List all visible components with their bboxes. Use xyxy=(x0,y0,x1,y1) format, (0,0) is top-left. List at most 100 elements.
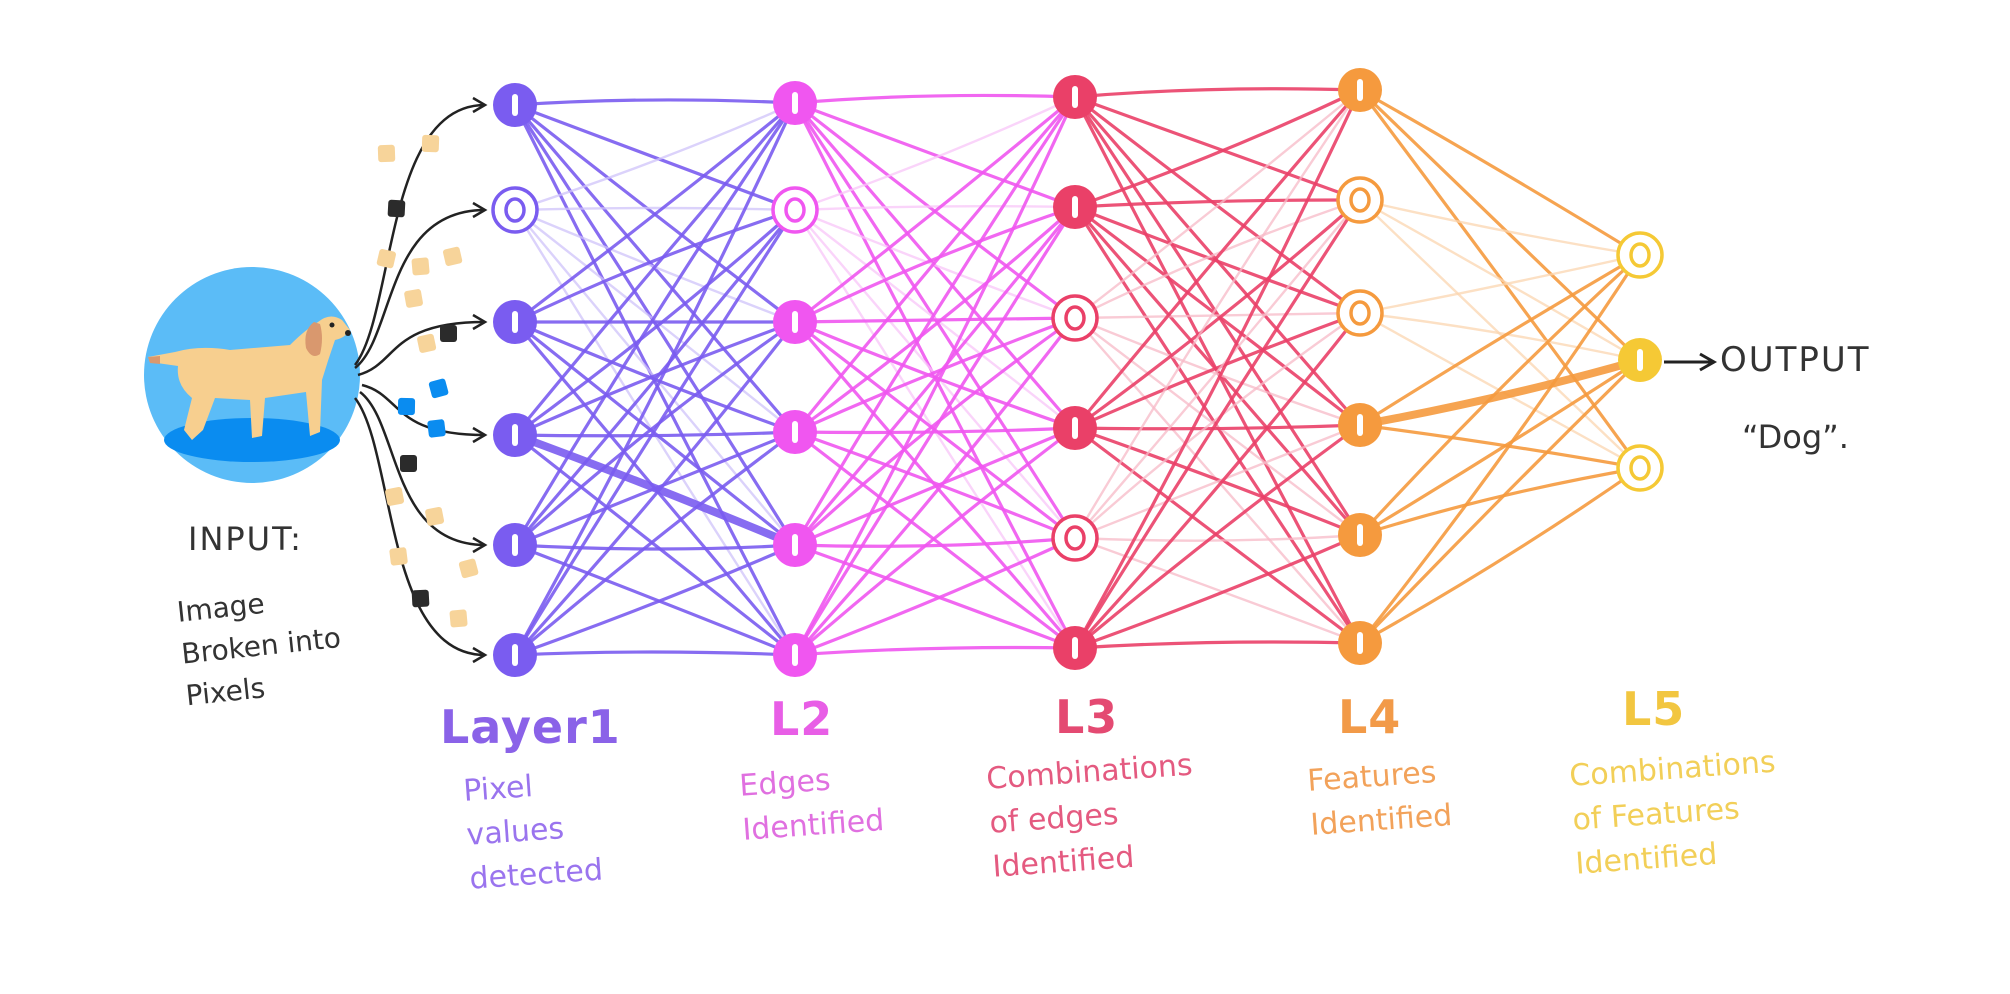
edge xyxy=(1073,88,1362,540)
edge xyxy=(1358,253,1642,427)
edge xyxy=(1358,423,1642,470)
edge xyxy=(1358,88,1642,362)
node-l3-6 xyxy=(1053,626,1097,670)
edge xyxy=(793,95,1077,212)
edge xyxy=(1073,198,1362,320)
node-l2-2 xyxy=(771,186,819,234)
edge xyxy=(513,543,797,657)
pixel-square xyxy=(376,249,396,269)
edge xyxy=(793,205,1077,212)
edge xyxy=(1073,311,1362,320)
edge xyxy=(1073,205,1362,315)
layer3-description: Combinations of edges Identified xyxy=(985,747,1194,885)
pixel-square xyxy=(443,246,463,266)
edge xyxy=(513,206,797,212)
edge xyxy=(793,95,1077,324)
node-l2-4 xyxy=(773,410,817,454)
edge xyxy=(793,205,1077,547)
node-l1-5 xyxy=(493,523,537,567)
edge xyxy=(513,98,797,107)
layer4-title: L4 xyxy=(1338,690,1402,744)
edge xyxy=(513,433,797,657)
edge xyxy=(793,205,1077,657)
edge xyxy=(1358,466,1642,645)
layer5-title: L5 xyxy=(1622,682,1686,736)
node-l3-3 xyxy=(1051,294,1099,342)
pixel-square xyxy=(397,397,416,416)
edge xyxy=(793,543,1077,650)
node-l1-6 xyxy=(493,633,537,677)
edge xyxy=(1358,253,1642,315)
dog-icon xyxy=(148,316,351,440)
edge xyxy=(793,316,1077,547)
edge xyxy=(513,103,797,324)
edge xyxy=(1073,536,1362,645)
edge xyxy=(513,101,797,212)
edge xyxy=(511,431,799,549)
edge xyxy=(513,430,797,438)
node-l3-4 xyxy=(1053,406,1097,450)
node-l3-1 xyxy=(1053,75,1097,119)
edge xyxy=(513,430,797,547)
pixel-square xyxy=(458,558,479,579)
edge xyxy=(1073,95,1362,315)
edge xyxy=(513,101,797,437)
edge xyxy=(793,645,1077,657)
edge xyxy=(793,101,1077,320)
pixel-square xyxy=(427,419,446,438)
node-l5-3 xyxy=(1616,444,1664,492)
edge xyxy=(1358,358,1642,537)
layer2-description: Edges Identified xyxy=(738,762,886,848)
pixel-square xyxy=(417,333,437,353)
edge xyxy=(513,208,797,547)
edge xyxy=(513,430,797,657)
edge xyxy=(1073,311,1362,540)
edge xyxy=(513,208,797,324)
edge xyxy=(1358,253,1642,645)
edge xyxy=(1358,88,1642,470)
edge xyxy=(793,426,1077,435)
edge xyxy=(513,101,797,547)
edge xyxy=(793,316,1077,324)
edge xyxy=(1358,88,1642,257)
pixel-square xyxy=(377,144,396,163)
edge xyxy=(1356,356,1644,429)
edge xyxy=(1358,358,1642,645)
node-l4-6 xyxy=(1338,621,1382,665)
layer2-title: L2 xyxy=(770,692,834,746)
edge xyxy=(1073,198,1362,430)
edge xyxy=(1073,426,1362,537)
pixel-square xyxy=(411,589,430,608)
edge xyxy=(1073,95,1362,202)
pixel-square xyxy=(400,455,417,472)
node-l4-4 xyxy=(1338,403,1382,447)
edge xyxy=(1073,198,1362,540)
edge xyxy=(1073,198,1362,650)
layer1-description: Pixel values detected xyxy=(462,769,605,897)
node-l5-2 xyxy=(1618,338,1662,382)
edge xyxy=(793,208,1077,320)
edge xyxy=(1073,533,1362,650)
node-l1-4 xyxy=(493,413,537,457)
edge xyxy=(793,205,1077,324)
edge xyxy=(1073,205,1362,537)
edge xyxy=(513,208,797,324)
edge xyxy=(1358,253,1642,537)
pixel-square xyxy=(421,134,440,153)
edge xyxy=(513,543,797,551)
edge xyxy=(793,95,1077,657)
node-l2-1 xyxy=(773,81,817,125)
edge xyxy=(1358,311,1642,362)
node-l3-2 xyxy=(1053,185,1097,229)
edge xyxy=(513,543,797,657)
edge xyxy=(513,103,797,212)
edge xyxy=(513,320,797,657)
edge xyxy=(793,205,1077,434)
edge xyxy=(1073,423,1362,650)
edge xyxy=(793,536,1077,657)
node-l1-1 xyxy=(493,83,537,127)
edge xyxy=(1358,466,1642,537)
pixel-square xyxy=(387,199,406,218)
edge xyxy=(793,95,1077,547)
edge xyxy=(793,536,1077,548)
